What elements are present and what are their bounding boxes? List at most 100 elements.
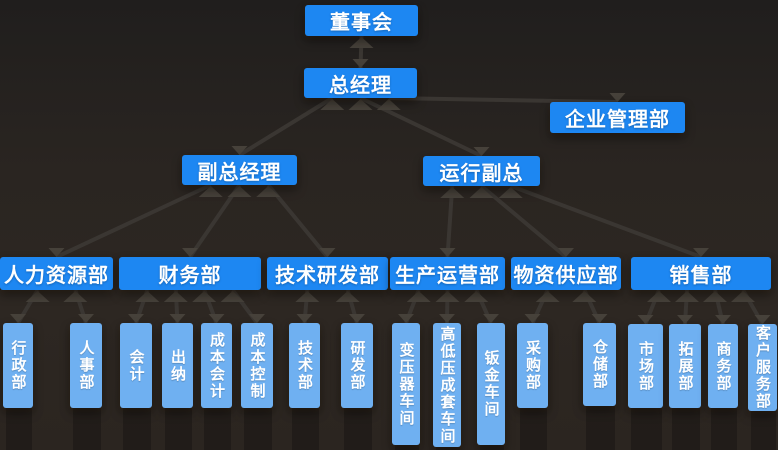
arrowhead-up-icon	[320, 99, 345, 110]
column-shadow	[123, 404, 151, 450]
org-node-sales[interactable]: 销售部	[631, 257, 771, 290]
arrowhead-up-icon	[335, 291, 360, 302]
connector-line	[359, 96, 483, 158]
arrowhead-up-icon	[376, 99, 401, 110]
arrowhead-up-icon	[675, 291, 699, 302]
org-node-kefu[interactable]: 客户服务部	[748, 324, 777, 411]
arrowhead-down-icon	[78, 314, 94, 323]
org-node-label: 拓展部	[676, 340, 694, 392]
org-node-dgm[interactable]: 副总经理	[182, 155, 297, 185]
org-node-prod[interactable]: 生产运营部	[390, 257, 505, 290]
column-shadow	[344, 404, 372, 450]
org-node-gdy[interactable]: 高低压成套车间	[433, 323, 461, 447]
column-shadow	[73, 404, 101, 450]
org-node-label: 副总经理	[197, 161, 282, 184]
org-node-shichang[interactable]: 市场部	[628, 324, 663, 408]
column-shadow	[480, 441, 504, 450]
org-node-cangchu[interactable]: 仓储部	[583, 323, 616, 406]
org-node-hr[interactable]: 人力资源部	[0, 257, 113, 290]
org-node-label: 企业管理部	[565, 109, 670, 131]
org-node-caigou[interactable]: 采购部	[517, 323, 548, 408]
arrowhead-up-icon	[703, 291, 727, 302]
arrowhead-up-icon	[256, 186, 281, 197]
connector-line	[480, 184, 568, 259]
org-node-byq[interactable]: 变压器车间	[392, 323, 420, 445]
org-node-cbkongzhi[interactable]: 成本控制	[241, 323, 273, 408]
column-shadow	[165, 404, 192, 450]
arrowhead-down-icon	[398, 314, 414, 323]
arrowhead-down-icon	[48, 248, 65, 257]
column-shadow	[631, 404, 662, 450]
org-node-chuna[interactable]: 出纳	[162, 323, 193, 408]
arrowhead-up-icon	[498, 187, 523, 198]
arrowhead-up-icon	[535, 291, 560, 302]
arrowhead-up-icon	[435, 291, 460, 302]
arrowhead-down-icon	[349, 314, 365, 323]
org-node-label: 技术研发部	[275, 265, 380, 287]
column-shadow	[395, 441, 419, 450]
org-node-rd[interactable]: 技术研发部	[267, 257, 388, 290]
org-node-label: 商务部	[714, 340, 732, 392]
org-node-label: 研发部	[348, 340, 366, 391]
org-node-label: 技术部	[296, 340, 313, 391]
column-shadow	[711, 404, 737, 450]
column-shadow	[672, 404, 700, 450]
org-node-label: 物资供应部	[513, 265, 619, 287]
arrowhead-down-icon	[208, 314, 225, 323]
org-node-label: 行政部	[9, 340, 27, 391]
arrowhead-down-icon	[249, 314, 265, 323]
column-shadow	[204, 404, 231, 450]
org-node-kuaiji[interactable]: 会计	[120, 323, 152, 408]
arrowhead-down-icon	[439, 314, 455, 323]
connector-line	[238, 96, 334, 157]
org-node-label: 变压器车间	[397, 341, 415, 427]
org-node-fin[interactable]: 财务部	[119, 257, 261, 290]
connector-line	[55, 183, 212, 259]
column-shadow	[292, 404, 319, 450]
arrowhead-down-icon	[319, 248, 336, 257]
org-node-label: 钣金车间	[482, 350, 500, 418]
arrowhead-down-icon	[231, 146, 248, 155]
arrowhead-up-icon	[163, 291, 188, 302]
arrowhead-up-icon	[406, 291, 431, 302]
org-node-label: 客户服务部	[754, 325, 771, 410]
column-shadow	[751, 407, 776, 450]
org-node-shangwu[interactable]: 商务部	[708, 324, 738, 408]
org-node-supply[interactable]: 物资供应部	[511, 257, 621, 290]
org-node-renshi[interactable]: 人事部	[70, 323, 102, 408]
org-node-label: 运行副总	[439, 162, 524, 185]
arrowhead-up-icon	[572, 291, 597, 302]
arrowhead-down-icon	[754, 315, 771, 324]
org-node-emd[interactable]: 企业管理部	[550, 102, 685, 133]
org-node-cbkuaiji[interactable]: 成本会计	[201, 323, 232, 408]
org-node-board[interactable]: 董事会	[305, 5, 418, 36]
arrowhead-down-icon	[558, 248, 574, 257]
arrowhead-up-icon	[192, 291, 217, 302]
org-node-yanfa[interactable]: 研发部	[341, 323, 373, 408]
org-node-label: 会计	[127, 348, 145, 383]
arrowhead-down-icon	[524, 314, 541, 323]
column-shadow	[586, 402, 615, 450]
arrowhead-down-icon	[483, 314, 499, 323]
org-node-label: 成本会计	[208, 331, 225, 400]
arrowhead-down-icon	[128, 314, 144, 323]
arrowhead-down-icon	[715, 315, 731, 324]
arrowhead-down-icon	[609, 93, 626, 102]
org-node-banjin[interactable]: 钣金车间	[477, 323, 505, 445]
column-shadow	[520, 404, 547, 450]
arrowhead-up-icon	[135, 291, 160, 302]
org-node-tuozhan[interactable]: 拓展部	[669, 324, 701, 408]
org-node-label: 生产运营部	[395, 265, 500, 287]
arrowhead-up-icon	[349, 37, 374, 48]
column-shadow	[244, 404, 272, 450]
org-node-label: 市场部	[637, 340, 654, 392]
org-node-ovp[interactable]: 运行副总	[423, 156, 540, 186]
org-node-label: 财务部	[158, 265, 222, 287]
org-node-gm[interactable]: 总经理	[304, 68, 417, 98]
org-node-label: 出纳	[169, 348, 186, 383]
org-node-jishu[interactable]: 技术部	[289, 323, 320, 408]
arrowhead-up-icon	[464, 291, 489, 302]
arrowhead-up-icon	[348, 99, 373, 110]
org-node-xingzheng[interactable]: 行政部	[3, 323, 33, 408]
